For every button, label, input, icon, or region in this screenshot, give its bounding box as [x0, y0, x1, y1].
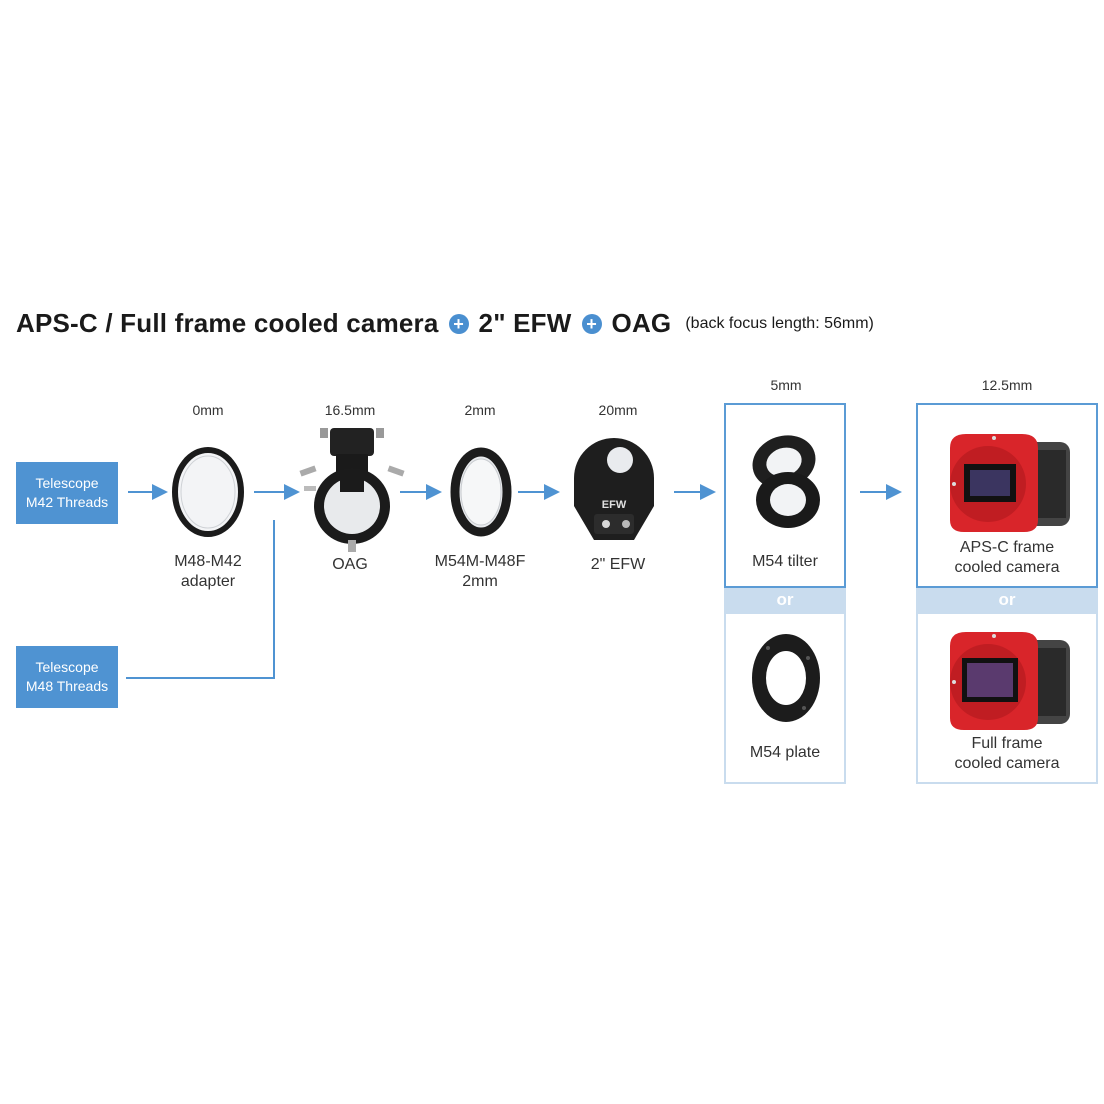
- fullframe-camera-frame: [916, 612, 1098, 784]
- oag-image: [299, 428, 405, 552]
- efw-image: EFW: [574, 438, 654, 540]
- label-apsc-line1: APS-C frame: [959, 539, 1055, 556]
- diagram-title: APS-C / Full frame cooled camera + 2" EF…: [16, 308, 874, 339]
- title-part-efw: 2" EFW: [478, 308, 572, 338]
- tilter-option-frame: [724, 403, 846, 588]
- telescope-m42-line1: Telescope: [35, 475, 99, 491]
- apsc-camera-frame: [916, 403, 1098, 588]
- adapter-ring-image: [172, 447, 244, 537]
- label-tilter: M54 tilter: [752, 553, 818, 570]
- label-fullframe-line2: cooled camera: [954, 755, 1060, 772]
- telescope-m48-line2: M48 Threads: [25, 678, 109, 694]
- distance-oag: 16.5mm: [324, 402, 376, 418]
- label-apsc-line2: cooled camera: [954, 559, 1060, 576]
- label-apsc-camera: APS-C frame cooled camera: [916, 538, 1098, 578]
- title-part-camera: APS-C / Full frame cooled camera: [16, 308, 439, 338]
- fullframe-camera-image: [950, 632, 1070, 730]
- label-spacer: M54M-M48F 2mm: [420, 552, 540, 592]
- plus-icon: +: [581, 313, 602, 334]
- title-part-oag: OAG: [611, 308, 672, 338]
- label-adapter-line1: M48-M42: [174, 553, 242, 570]
- label-oag: OAG: [332, 556, 368, 573]
- telescope-m42-line2: M42 Threads: [25, 494, 109, 510]
- label-spacer-line1: M54M-M48F: [434, 553, 526, 570]
- label-fullframe-camera: Full frame cooled camera: [916, 734, 1098, 774]
- telescope-m42-box: Telescope M42 Threads: [16, 462, 118, 524]
- tilter-image: [752, 435, 820, 528]
- or-divider-tilter: or: [724, 588, 846, 612]
- plate-image: [752, 634, 820, 722]
- distance-camera: 12.5mm: [981, 377, 1033, 393]
- label-plate: M54 plate: [749, 744, 821, 761]
- title-note: (back focus length: 56mm): [685, 314, 874, 332]
- plus-icon: +: [448, 313, 469, 334]
- label-adapter-line2: adapter: [180, 573, 236, 590]
- distance-tilter: 5mm: [770, 377, 802, 393]
- label-fullframe-line1: Full frame: [971, 735, 1043, 752]
- or-divider-camera: or: [916, 588, 1098, 612]
- telescope-m48-box: Telescope M48 Threads: [16, 646, 118, 708]
- distance-adapter: 0mm: [192, 402, 224, 418]
- m48-bypass-line: [126, 520, 275, 679]
- distance-spacer: 2mm: [464, 402, 496, 418]
- apsc-camera-image: [950, 434, 1070, 532]
- plate-option-frame: [724, 612, 846, 784]
- label-spacer-line2: 2mm: [462, 573, 498, 590]
- efw-logo-text: EFW: [602, 499, 627, 511]
- spacer-ring-image: [450, 447, 512, 537]
- telescope-m48-line1: Telescope: [35, 659, 99, 675]
- label-efw: 2" EFW: [590, 556, 646, 573]
- distance-efw: 20mm: [598, 402, 638, 418]
- label-adapter: M48-M42 adapter: [158, 552, 258, 592]
